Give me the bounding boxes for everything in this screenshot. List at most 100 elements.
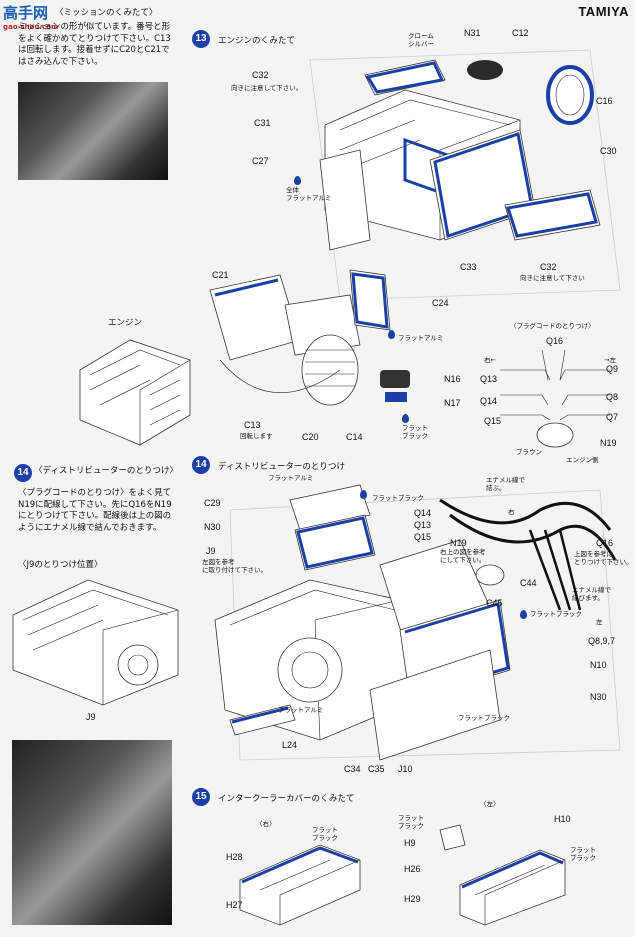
note-ref-left: 左図を参考 に取り付けて下さい。 [202, 558, 267, 574]
label-L24: L24 [282, 740, 298, 750]
plug-left-mark: →左 [604, 356, 616, 364]
paint-drop-icon [294, 176, 301, 185]
paint-drop-icon [388, 330, 395, 339]
left-mark-14: 左 [596, 618, 603, 626]
step14-title: ディストリビューターのとりつけ [218, 462, 345, 472]
label-Q13: Q13 [414, 520, 432, 530]
engine-drawing-left [79, 339, 191, 446]
label-H10: H10 [554, 814, 571, 824]
step14-number: 14 [192, 456, 210, 474]
step15-diagram [239, 824, 566, 926]
label-N30-top: N30 [204, 522, 221, 532]
plug-label-N19: N19 [600, 438, 617, 448]
note-flat-alu-14: フラットアルミ [268, 474, 314, 482]
label-C45: C45 [486, 598, 503, 608]
brand-name: TAMIYA [578, 4, 629, 19]
label-C27: C27 [252, 156, 269, 166]
watermark-sub: gao-shou.com [3, 23, 59, 31]
label-C24: C24 [432, 298, 449, 308]
note-enamel-tie2: エナメル線で 結びます。 [572, 586, 611, 602]
label-J9-14: J9 [206, 546, 216, 556]
note-rotates: 回転します [240, 432, 273, 440]
step14-left-heading: 〈ディストリビューターのとりつけ〉 [34, 466, 178, 476]
paint-drop-icon [360, 490, 367, 499]
step15-number: 15 [192, 788, 210, 806]
intro-text: ミッションの形が似ています。番号と形をよく確かめてとりつけて下さい。C13は回転… [18, 22, 171, 67]
note-flat-black-14b: フラットブラック [530, 610, 582, 618]
watermark-logo: 高手网 gao-shou.com [3, 2, 73, 36]
label-H27: H27 [226, 900, 243, 910]
label-H9: H9 [404, 838, 416, 848]
engine-photo [12, 740, 172, 925]
note-direction-bottom: 向きに注意して下さい [520, 274, 585, 282]
label-H28: H28 [226, 852, 243, 862]
label-C16: C16 [596, 96, 613, 106]
plug-label-Q13: Q13 [480, 374, 498, 384]
label-H26: H26 [404, 864, 421, 874]
engine-label: エンジン [108, 318, 143, 328]
note-flat-black-14c: フラットブラック [458, 714, 510, 722]
note-flat-black-15a: フラット ブラック [312, 826, 338, 842]
label-C32-bottom: C32 [540, 262, 557, 272]
note-flat-alu-14b: フラットアルミ [278, 706, 324, 714]
label-J10: J10 [398, 764, 413, 774]
watermark-main: 高手网 [3, 5, 49, 22]
plug-label-Q14: Q14 [480, 396, 498, 406]
label-N17: N17 [444, 398, 461, 408]
label-C29: C29 [204, 498, 221, 508]
note-flat-black: フラット ブラック [402, 424, 428, 440]
label-C32-top: C32 [252, 70, 269, 80]
step15-title: インタークーラーカバーのくみたて [218, 794, 355, 804]
note-enamel-tie: エナメル線で 結ぶ。 [486, 476, 525, 492]
step13-title: エンジンのくみたて [218, 36, 295, 46]
note-flat-black-15c: フラット ブラック [570, 846, 596, 862]
plug-engine-side: エンジン側 [566, 456, 599, 464]
label-N10: N10 [590, 660, 607, 670]
label-Q15: Q15 [414, 532, 432, 542]
label-C12: C12 [512, 28, 529, 38]
plug-label-Q8: Q8 [606, 392, 619, 402]
note-flat-alu: フラットアルミ [398, 334, 444, 342]
label-H29: H29 [404, 894, 421, 904]
paint-drop-icon [520, 610, 527, 619]
note-ref-right: 右上の図を参考 にして下さい。 [440, 548, 486, 564]
label-C31: C31 [254, 118, 271, 128]
plug-cord-diagram [500, 349, 610, 448]
note-direction-top: 向きに注意して下さい。 [231, 84, 303, 92]
label-C44: C44 [520, 578, 537, 588]
plug-label-Q16: Q16 [546, 336, 564, 346]
note-flat-black-14: フラットブラック [372, 494, 424, 502]
label-C33: C33 [460, 262, 477, 272]
j9-label-left: J9 [86, 712, 96, 722]
label-C34: C34 [344, 764, 361, 774]
right-mark-14: 右 [508, 508, 515, 516]
label-Q14: Q14 [414, 508, 432, 518]
label-C35: C35 [368, 764, 385, 774]
label-C14: C14 [346, 432, 363, 442]
label-N16: N16 [444, 374, 461, 384]
j9-position-drawing [12, 579, 179, 706]
step14-diagram [214, 484, 621, 761]
label-Q897: Q8,9,7 [588, 636, 616, 646]
paint-drop-icon [402, 414, 409, 423]
plug-label-Q15: Q15 [484, 416, 502, 426]
label-Q16-14: Q16 [596, 538, 614, 548]
label-N30-bottom: N30 [590, 692, 607, 702]
intro-heading: 〈ミッションのくみたて〉 [55, 8, 158, 18]
plug-brown-note: ブラウン [516, 448, 542, 456]
note-all-flat-alu: 全体 フラットアルミ [286, 186, 332, 202]
step14-left-text: 〈プラグコードのとりつけ〉をよく見てN19に配線して下さい。先にQ16をN19に… [18, 488, 172, 533]
label-N19-14: N19 [450, 538, 467, 548]
step14-number-left: 14 [14, 464, 32, 482]
plug-right-mark: 右← [484, 356, 496, 364]
plug-label-Q7: Q7 [606, 412, 619, 422]
label-N31: N31 [464, 28, 481, 38]
label-C30: C30 [600, 146, 617, 156]
note-q16-ref: 上図を参考に とりつけて下さい。 [574, 550, 633, 566]
note-flat-black-15b: フラット ブラック [398, 814, 424, 830]
step13-diagram [209, 49, 621, 406]
step13-number: 13 [192, 30, 210, 48]
label-C13: C13 [244, 420, 261, 430]
plug-label-Q9: Q9 [606, 364, 619, 374]
step15-left-mark: 〈左〉 [480, 800, 500, 808]
